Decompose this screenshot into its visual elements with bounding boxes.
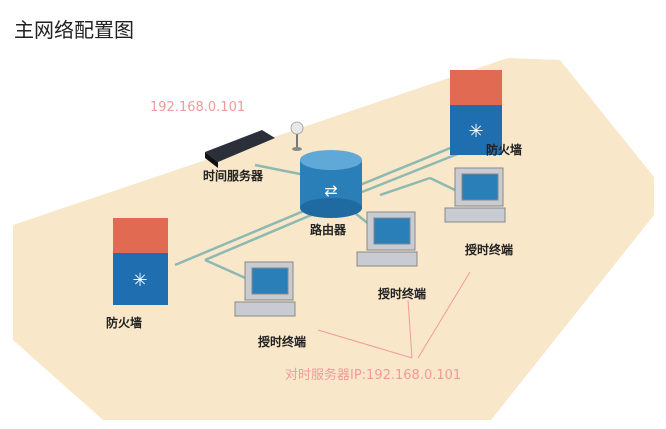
terminal-3-label: 授时终端 bbox=[465, 243, 514, 257]
svg-text:⇄: ⇄ bbox=[324, 181, 337, 200]
annotation-label: 对时服务器IP:192.168.0.101 bbox=[285, 368, 462, 383]
terminal-icons bbox=[234, 167, 506, 317]
router-icon: ⇄ bbox=[300, 150, 362, 218]
router-label: 路由器 bbox=[310, 223, 347, 237]
terminal-2-label: 授时终端 bbox=[378, 287, 427, 301]
firewall-right-label: 防火墙 bbox=[486, 143, 523, 157]
server-ip-label: 192.168.0.101 bbox=[150, 100, 246, 115]
page-title: 主网络配置图 bbox=[14, 18, 134, 42]
terminal-3-icon bbox=[444, 167, 506, 223]
svg-text:✳: ✳ bbox=[132, 270, 147, 291]
firewall-left-label: 防火墙 bbox=[106, 316, 143, 330]
annotation-lines bbox=[317, 271, 471, 359]
time-server-label: 时间服务器 bbox=[203, 169, 264, 183]
terminal-2-icon bbox=[356, 211, 418, 267]
time-server-icon bbox=[205, 121, 304, 168]
firewall-left-icon: ✳ bbox=[113, 218, 168, 305]
terminal-1-icon bbox=[234, 261, 296, 317]
terminal-1-label: 授时终端 bbox=[258, 335, 307, 349]
svg-text:✳: ✳ bbox=[468, 121, 483, 142]
firewall-right-icon: ✳ bbox=[450, 70, 502, 155]
